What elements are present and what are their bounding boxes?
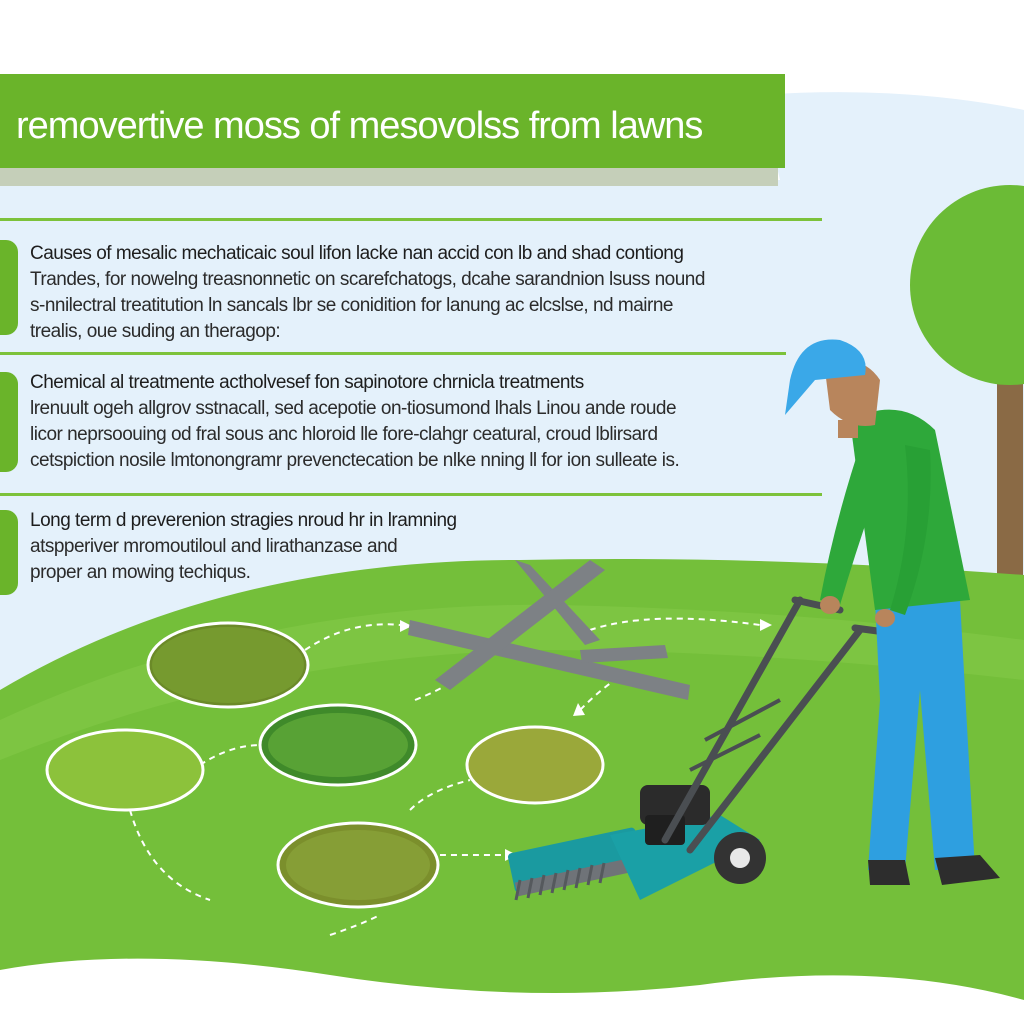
title-banner: [0, 74, 785, 168]
rake-icon: [408, 560, 690, 700]
section-tab: [0, 510, 18, 595]
sky-backdrop: [0, 92, 1024, 700]
section-line: Trandes, for nowelng treasnonnetic on sc…: [30, 269, 705, 290]
gardener-icon: [785, 339, 1000, 885]
section-divider: [0, 493, 822, 496]
section-line: licor neprsoouing od fral sous anc hloro…: [30, 424, 658, 445]
section-divider: [0, 218, 822, 221]
section-line: trealis, oue suding an theragop:: [30, 321, 281, 342]
section-chemical: Chemical al treatmente actholvesef fon s…: [30, 370, 830, 474]
moss-patch-icon: [45, 621, 605, 909]
section-tab: [0, 372, 18, 472]
page-title: removertive moss of mesovolss from lawns: [16, 105, 703, 147]
section-tab: [0, 240, 18, 335]
push-mower-icon: [508, 596, 889, 901]
section-line: s-nnilectral treatitution ln sancals lbr…: [30, 295, 673, 316]
section-prevention: Long term d preverenion stragies nroud h…: [30, 508, 830, 586]
section-heading: Chemical al treatmente actholvesef fon s…: [30, 372, 584, 393]
section-line: proper an mowing techiqus.: [30, 562, 251, 583]
section-heading: Causes of mesalic mechaticaic soul lifon…: [30, 243, 684, 264]
dashed-arrow-icon: [129, 617, 761, 936]
section-line: atspperiver mromoutiloul and lirathanzas…: [30, 536, 398, 557]
section-causes: Causes of mesalic mechaticaic soul lifon…: [30, 241, 830, 345]
section-line: cetspiction nosile lmtonongramr prevenct…: [30, 450, 680, 471]
section-heading: Long term d preverenion stragies nroud h…: [30, 510, 457, 531]
section-line: lrenuult ogeh allgrov sstnacall, sed ace…: [30, 398, 677, 419]
section-divider: [0, 352, 786, 355]
